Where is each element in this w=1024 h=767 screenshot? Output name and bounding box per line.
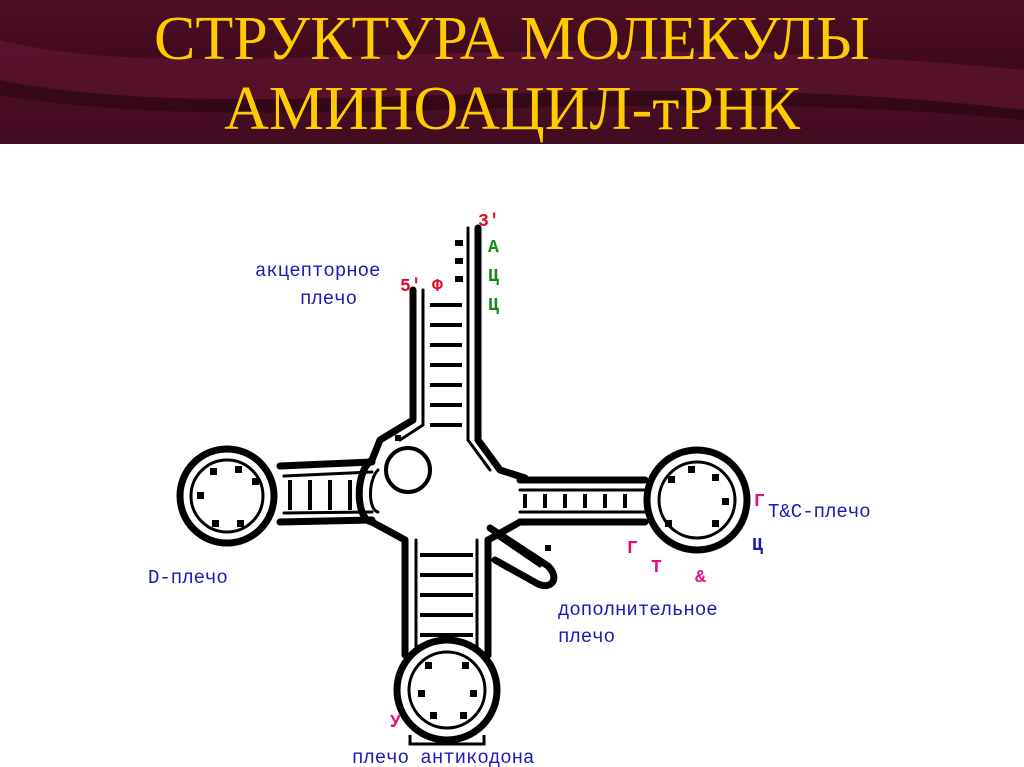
anticodon-arm-label: плечо антикодона <box>352 747 534 767</box>
base-pairs <box>288 303 627 637</box>
three-prime-end: 3' <box>478 212 500 232</box>
nucleotide-a: А <box>488 238 499 258</box>
nucleotide-g1: Г <box>754 492 765 512</box>
title-line-1: СТРУКТУРА МОЛЕКУЛЫ <box>154 5 870 73</box>
nucleotide-amp: & <box>695 568 706 588</box>
nucleotide-c2: Ц <box>488 296 499 316</box>
header-swoosh-decoration <box>0 40 1024 144</box>
nucleotide-ticks <box>197 240 729 719</box>
title-line-2: АМИНОАЦИЛ-тРНК <box>224 75 800 143</box>
nucleotide-t2: Т <box>651 558 662 578</box>
title-bar: СТРУКТУРА МОЛЕКУЛЫ АМИНОАЦИЛ-тРНК <box>0 0 1024 144</box>
acceptor-arm-label-line2: плечо <box>300 288 357 310</box>
tc-arm-label: T&C-плечо <box>768 501 871 523</box>
extra-arm-label-line1: дополнительное <box>558 599 718 621</box>
nucleotide-u: У <box>390 713 401 733</box>
d-arm-label: D-плечо <box>148 567 228 589</box>
page-title: СТРУКТУРА МОЛЕКУЛЫ АМИНОАЦИЛ-тРНК <box>0 4 1024 144</box>
five-prime-end: 5' <box>400 277 422 297</box>
trna-backbone <box>176 224 751 744</box>
anticodon-bracket <box>408 735 486 746</box>
extra-arm-label-line2: плечо <box>558 626 615 648</box>
nucleotide-g2: Г <box>627 539 638 559</box>
acceptor-arm-label-line1: акцепторное <box>255 260 380 282</box>
nucleotide-c3: Ц <box>752 536 763 556</box>
trna-cloverleaf-diagram: акцепторное плечо D-плечо T&C-плечо допо… <box>148 212 871 767</box>
phosphate-label: Ф <box>432 277 443 297</box>
nucleotide-c1: Ц <box>488 267 499 287</box>
